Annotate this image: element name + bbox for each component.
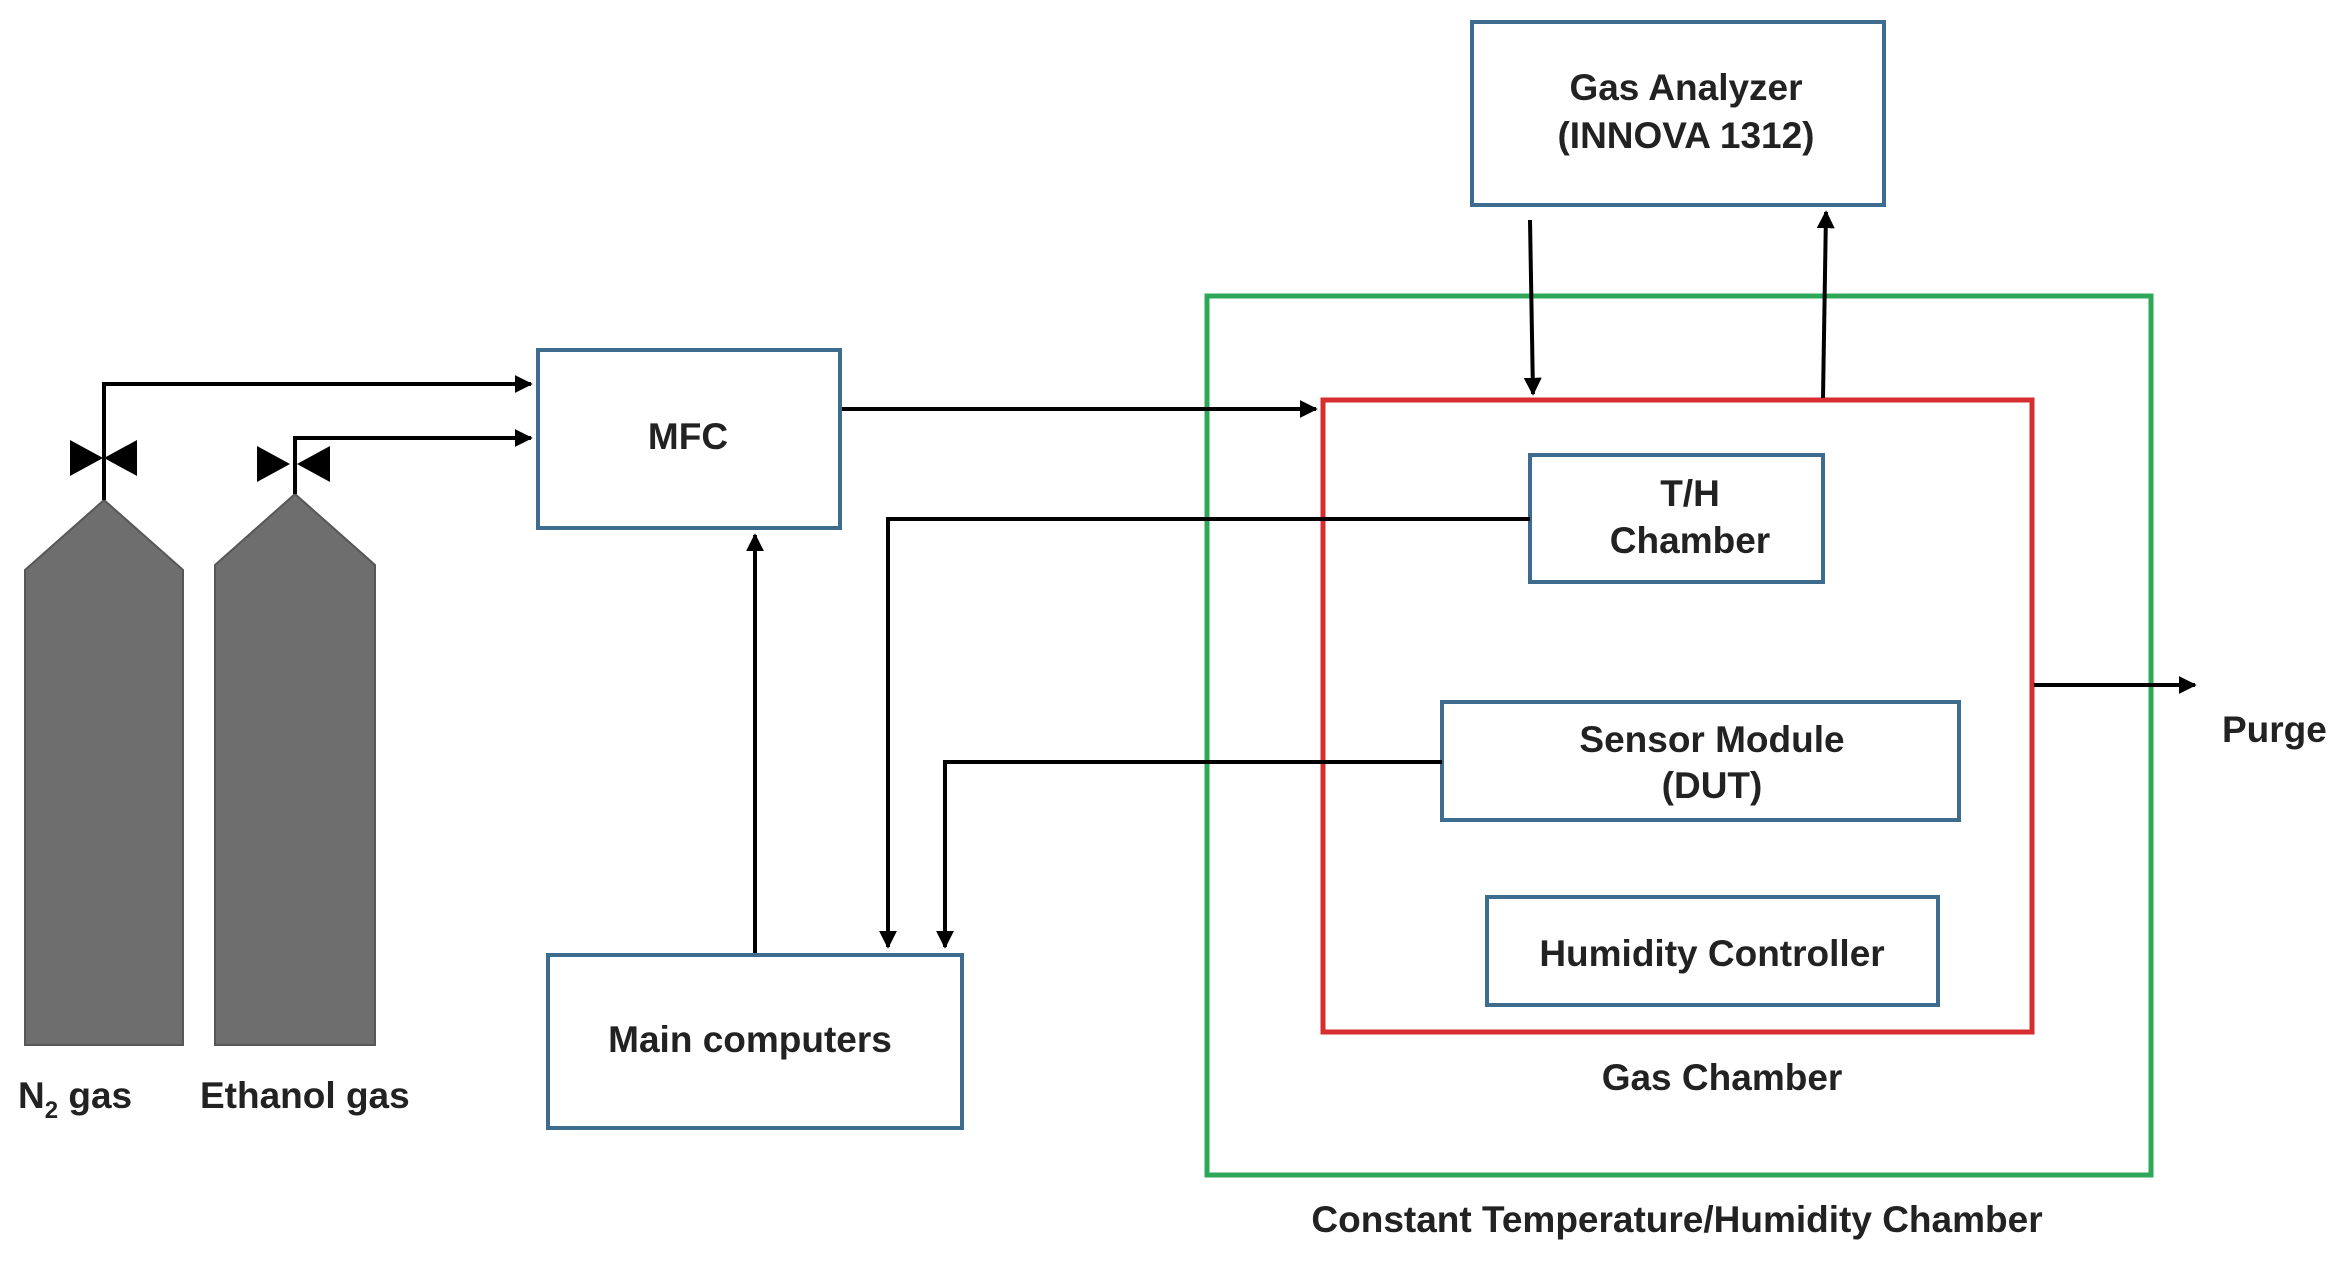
constant-temperature-humidity-chamber	[1204, 293, 2154, 1178]
n2-gas-label-prefix: N	[18, 1075, 45, 1116]
ethanol-gas-label: Ethanol gas	[200, 1075, 410, 1116]
sensor-module-to-computers-line	[936, 760, 1442, 949]
sensor-module-dut-label: (DUT)	[1662, 765, 1763, 806]
n2-to-mfc-line	[102, 375, 533, 500]
n2-gas-cylinder	[24, 498, 184, 1046]
main-computers-box	[546, 953, 964, 1130]
constant-temperature-humidity-chamber-label: Constant Temperature/Humidity Chamber	[1311, 1199, 2042, 1240]
ethanol-to-mfc-line	[293, 429, 533, 494]
n2-valve-icon	[70, 440, 137, 476]
th-chamber-label-line2: Chamber	[1610, 520, 1770, 561]
purge-label: Purge	[2222, 709, 2327, 750]
n2-gas-label: N2 gas	[18, 1075, 132, 1124]
humidity-controller-box	[1485, 895, 1940, 1007]
mfc-label: MFC	[648, 416, 728, 457]
main-computers-label: Main computers	[608, 1019, 892, 1060]
mfc-box	[536, 348, 842, 530]
gas-analyzer-box	[1470, 20, 1886, 207]
sensor-module-label: Sensor Module	[1579, 719, 1844, 760]
sensor-module-box	[1440, 700, 1961, 822]
gas-analyzer-label: Gas Analyzer	[1569, 67, 1802, 108]
gas-chamber	[1320, 397, 2035, 1035]
n2-gas-label-subscript: 2	[45, 1097, 58, 1124]
n2-gas-label-suffix: gas	[58, 1075, 132, 1116]
th-chamber-label-line1: T/H	[1660, 473, 1720, 514]
ethanol-valve-icon	[257, 446, 330, 482]
humidity-controller-label: Humidity Controller	[1539, 933, 1884, 974]
th-chamber-to-computers-line	[879, 517, 1530, 949]
gas-chamber-to-analyzer-line	[1816, 210, 1835, 399]
analyzer-to-gas-chamber-line	[1523, 219, 1542, 396]
gas-chamber-label: Gas Chamber	[1602, 1057, 1843, 1098]
ethanol-gas-cylinder	[214, 492, 376, 1046]
gas-analyzer-model-label: (INNOVA 1312)	[1557, 115, 1814, 156]
